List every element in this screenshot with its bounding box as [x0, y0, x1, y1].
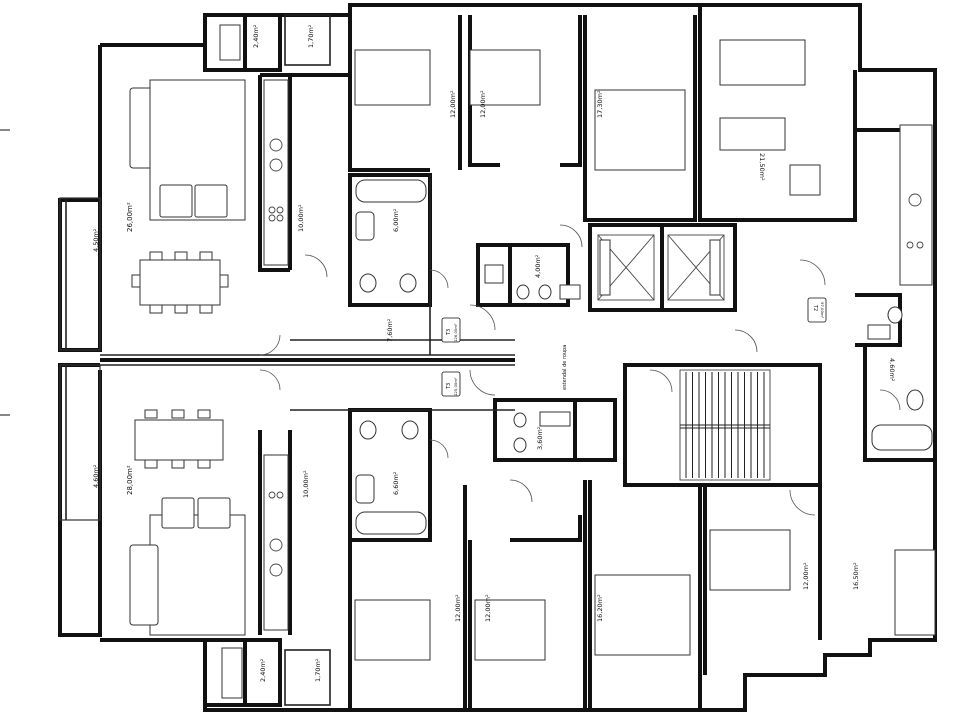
- staircase: [623, 363, 822, 487]
- area-bed2-top: 12,00m²: [479, 90, 487, 118]
- area-store-top: 2,40m²: [252, 24, 260, 48]
- area-living-top: 26,00m²: [126, 202, 134, 232]
- unit-tag-t3-bot: T3 125,00m²: [441, 371, 461, 397]
- elevator-core: [588, 223, 737, 312]
- furniture-top-left: [129, 49, 686, 314]
- unit-tag-t3-top: T3 126,00m²: [441, 317, 461, 343]
- apartment-right: [698, 5, 936, 675]
- area-balcony-bot: 4,60m²: [92, 464, 100, 488]
- area-bed1-top: 12,00m²: [449, 90, 457, 118]
- area-balcony-top: 4,50m²: [92, 228, 100, 252]
- area-labels: 2,40m² 1,70m² 26,00m² 4,50m² 10,00m² 6,0…: [92, 24, 896, 682]
- area-bath-bot: 6,60m²: [392, 471, 400, 495]
- area-bath-right: 4,60m²: [888, 358, 896, 382]
- furniture-bottom-left: [129, 409, 691, 661]
- unit-tag-t3-bot-name: T3: [446, 383, 452, 390]
- area-store-bot: 2,40m²: [259, 658, 267, 682]
- area-living-right: 21,50m²: [758, 153, 766, 181]
- apartment-top-left: [203, 13, 697, 355]
- unit-tag-t3-top-name: T3: [446, 329, 452, 336]
- area-bed3-bot: 16,20m²: [596, 594, 604, 622]
- area-bed-right-b: 16,50m²: [852, 562, 860, 590]
- service-label: estendal de roupa: [562, 345, 568, 390]
- unit-tag-t2-right-area: 97,00m²: [820, 302, 825, 319]
- unit-tag-t3-bot-area: 125,00m²: [453, 377, 458, 396]
- door-swings: [259, 224, 901, 516]
- area-wc-bot: 3,60m²: [536, 426, 544, 450]
- area-kitchen-top: 10,00m²: [297, 204, 305, 232]
- area-wc-top: 4,00m²: [534, 254, 542, 278]
- area-store-bot-b: 1,70m²: [314, 658, 322, 682]
- area-bath-top: 6,00m²: [392, 208, 400, 232]
- unit-tag-t2-right: T2 97,00m²: [807, 297, 827, 323]
- unit-tag-t2-right-name: T2: [812, 304, 818, 311]
- area-hall-top: 7,60m²: [386, 318, 394, 342]
- balcony-bottom: [59, 364, 101, 521]
- area-store-top-b: 1,70m²: [307, 24, 315, 48]
- area-kitchen-bot: 10,00m²: [302, 470, 310, 498]
- area-bed2-bot: 12,00m²: [484, 594, 492, 622]
- area-living-bot: 28,00m²: [126, 465, 134, 495]
- unit-tag-t3-top-area: 126,00m²: [453, 323, 458, 342]
- area-bed1-bot: 12,00m²: [454, 594, 462, 622]
- apartment-bottom-left: [203, 398, 702, 710]
- area-bed-right-a: 12,00m²: [802, 562, 810, 590]
- area-bed3-top: 17,30m²: [596, 90, 604, 118]
- balcony-top: [59, 197, 101, 351]
